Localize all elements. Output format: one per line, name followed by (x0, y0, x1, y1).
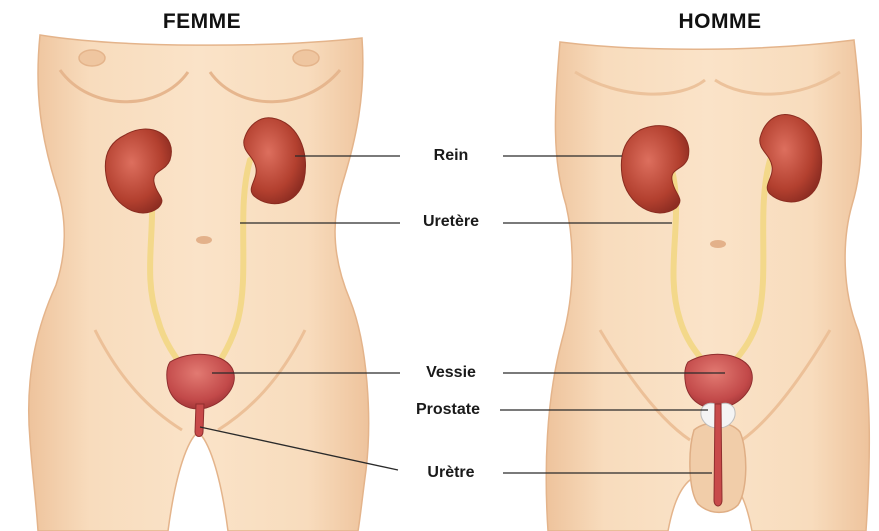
label-uretre: Urètre (396, 463, 506, 483)
female-body (29, 35, 369, 531)
title-male: HOMME (640, 10, 800, 34)
label-vessie: Vessie (396, 363, 506, 383)
male-urethra (714, 404, 722, 506)
label-rein: Rein (396, 146, 506, 166)
title-female: FEMME (122, 10, 282, 34)
female-urethra (195, 404, 204, 437)
label-uretere: Uretère (396, 212, 506, 232)
label-prostate: Prostate (393, 400, 503, 420)
male-body (546, 40, 869, 531)
